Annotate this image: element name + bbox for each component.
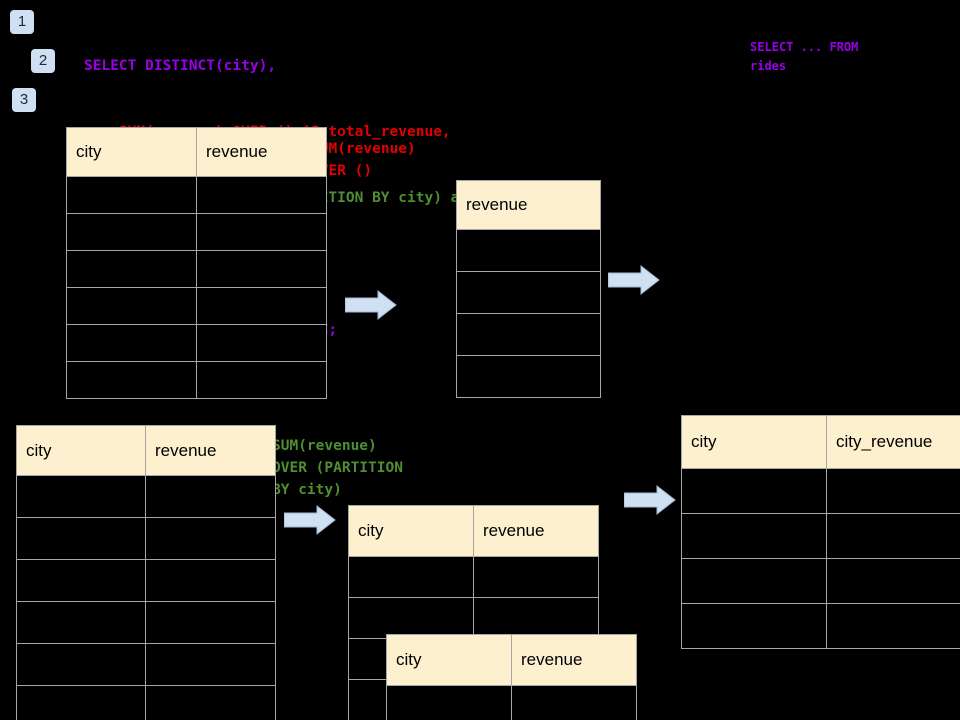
table-row	[681, 513, 960, 559]
table-source-top: city revenue	[66, 127, 327, 399]
table-row	[456, 355, 601, 398]
step-badge-2: 2	[31, 49, 55, 73]
table-row	[681, 558, 960, 604]
table-row	[66, 287, 327, 325]
cell-city	[66, 361, 197, 399]
column-header-revenue: revenue	[511, 634, 637, 686]
cell-city	[66, 176, 197, 214]
table-row	[456, 313, 601, 356]
cell-city	[681, 513, 827, 559]
cell-revenue	[196, 250, 327, 288]
cell-city	[66, 213, 197, 251]
cell-city-revenue	[826, 513, 960, 559]
table-result: city city_revenue	[681, 415, 960, 649]
cell-city	[66, 250, 197, 288]
cell-city	[348, 597, 474, 639]
table-row	[386, 685, 637, 720]
cell-city	[681, 468, 827, 514]
table-header-row: city revenue	[66, 127, 327, 177]
cell-revenue	[473, 597, 599, 639]
cell-revenue	[456, 355, 601, 398]
column-header-city-revenue: city_revenue	[826, 415, 960, 469]
column-header-city: city	[66, 127, 197, 177]
table-row	[456, 229, 601, 272]
sql-line-select: SELECT DISTINCT(city),	[84, 58, 277, 74]
cell-revenue	[196, 361, 327, 399]
cell-city	[681, 603, 827, 649]
cell-city-revenue	[826, 558, 960, 604]
arrow-right-icon-3	[284, 505, 336, 535]
table-row	[66, 324, 327, 362]
cell-city	[16, 559, 146, 602]
table-header-row: city revenue	[16, 425, 276, 476]
cell-revenue	[473, 556, 599, 598]
table-row	[66, 176, 327, 214]
column-header-city: city	[16, 425, 146, 476]
step-badge-3: 3	[12, 88, 36, 112]
cell-city	[66, 324, 197, 362]
table-header-row: revenue	[456, 180, 601, 230]
table-header-row: city revenue	[386, 634, 637, 686]
table-row	[16, 643, 276, 686]
table-source-bottom: city revenue	[16, 425, 276, 720]
cell-city	[16, 517, 146, 560]
cell-city	[16, 643, 146, 686]
cell-city	[348, 556, 474, 598]
table-row	[66, 250, 327, 288]
cell-revenue	[196, 176, 327, 214]
cell-revenue	[196, 324, 327, 362]
cell-revenue	[196, 287, 327, 325]
column-header-city: city	[386, 634, 512, 686]
cell-city	[16, 685, 146, 720]
table-row	[16, 559, 276, 602]
cell-city	[681, 558, 827, 604]
table-header-row: city revenue	[348, 505, 599, 557]
table-row	[16, 685, 276, 720]
cell-city	[16, 475, 146, 518]
cell-revenue	[511, 685, 637, 720]
step-badge-1: 1	[10, 10, 34, 34]
table-row	[348, 556, 599, 598]
cell-revenue	[145, 517, 276, 560]
table-partition-stack-front: city revenue	[386, 634, 637, 720]
side-note-select-from-rides: SELECT ... FROM rides	[750, 40, 859, 73]
annotation-partition-by-city: SUM(revenue) OVER (PARTITION BY city)	[272, 438, 403, 498]
table-header-row: city city_revenue	[681, 415, 960, 469]
table-total-revenue: revenue	[456, 180, 601, 398]
column-header-city: city	[348, 505, 474, 557]
table-row	[16, 601, 276, 644]
cell-revenue	[145, 559, 276, 602]
cell-city	[16, 601, 146, 644]
arrow-right-icon-2	[608, 265, 660, 295]
cell-city-revenue	[826, 468, 960, 514]
arrow-right-icon-4	[624, 485, 676, 515]
table-row	[16, 517, 276, 560]
table-row	[456, 271, 601, 314]
table-row	[681, 468, 960, 514]
cell-revenue	[145, 601, 276, 644]
arrow-right-icon-1	[345, 290, 397, 320]
cell-revenue	[145, 475, 276, 518]
table-row	[16, 475, 276, 518]
cell-revenue	[145, 643, 276, 686]
cell-revenue	[456, 271, 601, 314]
cell-city	[386, 685, 512, 720]
column-header-city: city	[681, 415, 827, 469]
cell-revenue	[145, 685, 276, 720]
column-header-revenue: revenue	[196, 127, 327, 177]
cell-city	[66, 287, 197, 325]
cell-city-revenue	[826, 603, 960, 649]
table-row	[681, 603, 960, 649]
cell-revenue	[456, 313, 601, 356]
cell-revenue	[456, 229, 601, 272]
table-row	[66, 213, 327, 251]
column-header-revenue: revenue	[456, 180, 601, 230]
table-row	[348, 597, 599, 639]
column-header-revenue: revenue	[145, 425, 276, 476]
cell-revenue	[196, 213, 327, 251]
column-header-revenue: revenue	[473, 505, 599, 557]
table-row	[66, 361, 327, 399]
